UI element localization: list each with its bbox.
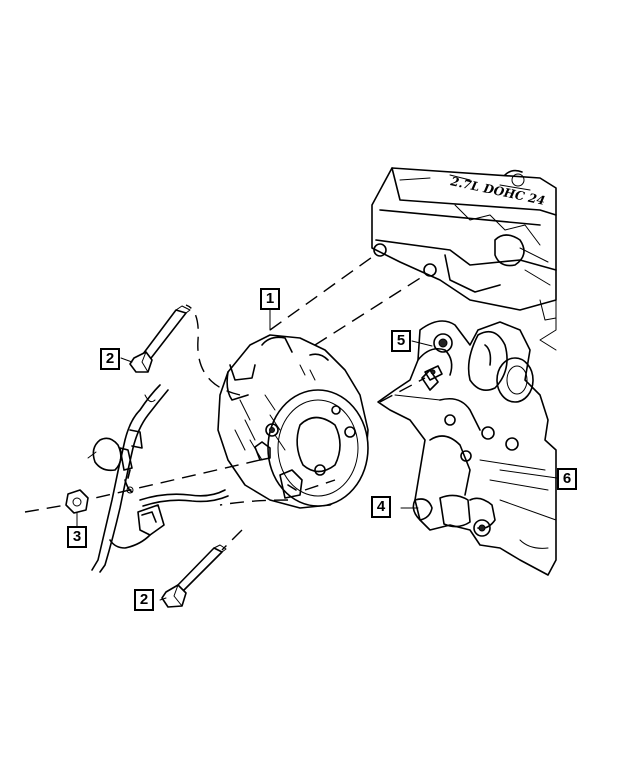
nut: [65, 489, 89, 514]
callout-3-nut: 3: [67, 526, 87, 548]
upper-bolt: [129, 305, 191, 373]
engine-block: 2.7L DOHC 24: [371, 167, 557, 351]
generator: [217, 334, 369, 509]
callout-5-bracket-stud: 5: [391, 330, 411, 352]
lower-bolt: [161, 544, 227, 608]
callout-6-engine-block: 6: [557, 468, 577, 490]
leader-lines: [76, 309, 558, 601]
callout-2-upper-bolt: 2: [100, 348, 120, 370]
wiring-harness: [87, 384, 229, 573]
alignment-lines: [24, 254, 426, 551]
mounting-bracket: [377, 320, 557, 576]
callout-1-generator: 1: [260, 288, 280, 310]
callout-2-lower-bolt: 2: [134, 589, 154, 611]
callout-4-mounting-bracket: 4: [371, 496, 391, 518]
bracket-stud: [424, 365, 443, 381]
